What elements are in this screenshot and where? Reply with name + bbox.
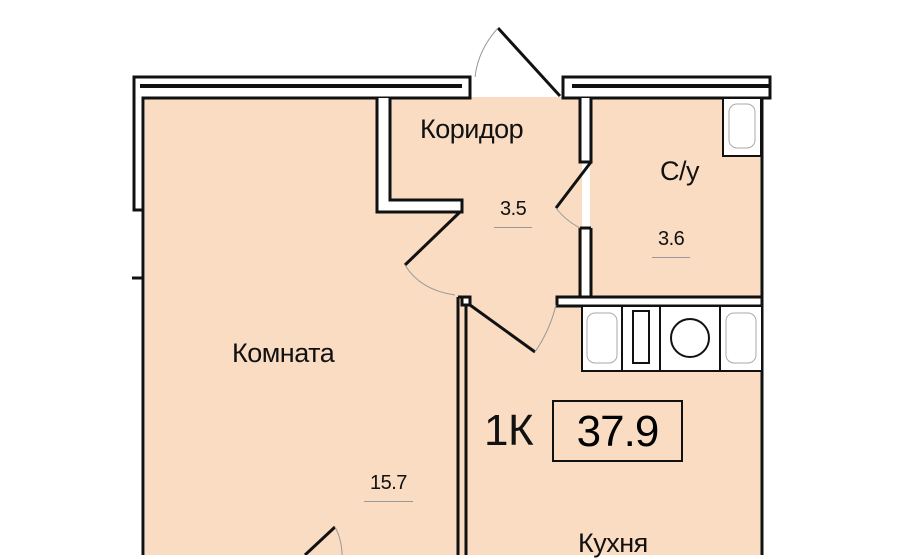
entrance-door	[496, 26, 562, 98]
walls	[132, 75, 772, 555]
su-door	[554, 161, 593, 209]
room-label-koridor: Коридор	[420, 114, 524, 144]
komnata-door	[403, 210, 462, 267]
room-area-su: 3.6	[652, 228, 691, 258]
room-area-komnata: 15.7	[364, 472, 413, 502]
room-label-su: С/у	[660, 156, 700, 186]
room-area-koridor: 3.5	[494, 198, 533, 228]
total-area: 37.9	[552, 400, 683, 462]
door-swings	[334, 27, 581, 555]
apartment-type: 1К	[484, 406, 534, 455]
balcony-door	[303, 525, 337, 555]
doors	[303, 26, 593, 555]
room-label-komnata: Комната	[232, 338, 335, 368]
room-label-kuhnya: Кухня	[578, 528, 648, 558]
kuhnya-door	[469, 303, 536, 354]
